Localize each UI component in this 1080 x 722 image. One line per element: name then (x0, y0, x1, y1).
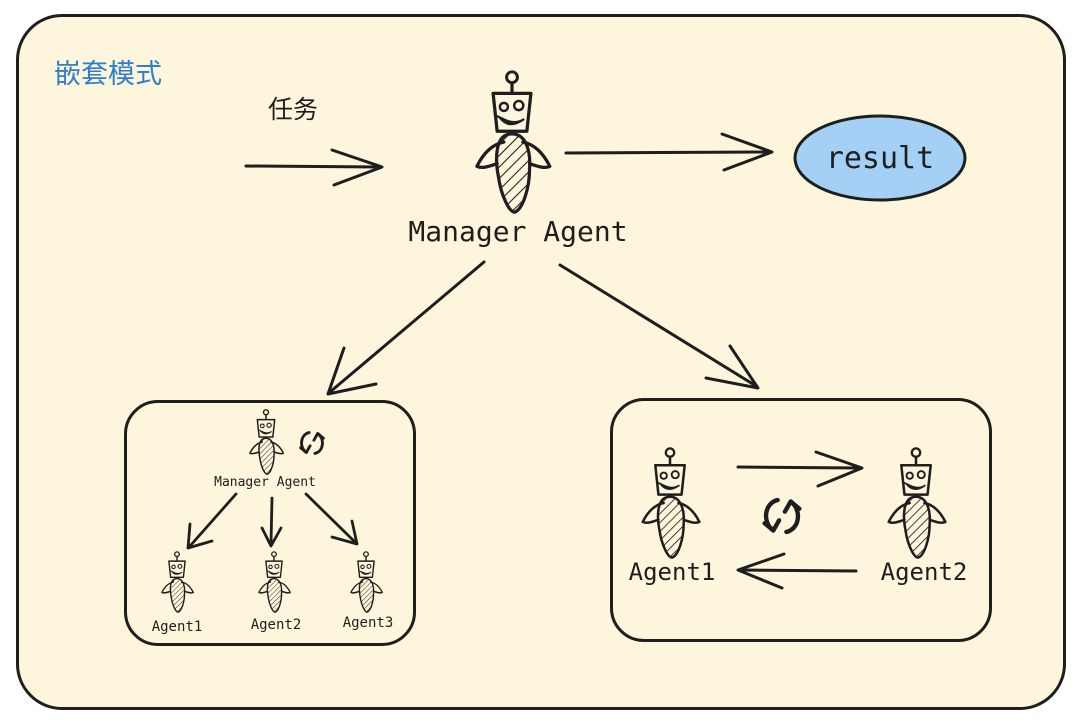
nested-agent1-robot (161, 551, 194, 613)
nested-agent2-robot (258, 551, 291, 613)
nested-agent3-robot (350, 551, 383, 613)
result-ellipse (793, 114, 967, 202)
peer-agent2-robot (887, 447, 947, 559)
arrow-to-nested-box (326, 260, 486, 396)
peer-cycle-icon (765, 500, 800, 532)
peer-agent2-label: Agent2 (881, 558, 968, 586)
manager-agent-label: Manager Agent (408, 215, 627, 248)
peer-forward-arrow (736, 450, 864, 488)
diagram-title: 嵌套模式 (54, 59, 162, 90)
nested-agent1-label: Agent1 (152, 619, 203, 635)
result-label: result (826, 141, 934, 176)
nested-agent2-label: Agent2 (251, 617, 302, 633)
peer-agent1-label: Agent1 (629, 558, 716, 586)
nested-cycle-icon (299, 431, 325, 455)
nested-arrows (186, 492, 359, 550)
manager-agent-robot (475, 70, 552, 214)
nested-manager-robot (249, 409, 285, 475)
peer-back-arrow (736, 552, 858, 590)
task-input-arrow (244, 148, 384, 187)
task-label: 任务 (268, 95, 319, 124)
arrow-to-peer-box (558, 263, 760, 390)
result-arrow (564, 132, 774, 172)
peer-agent1-robot (641, 447, 701, 559)
nested-manager-label: Manager Agent (214, 475, 316, 490)
nested-agent3-label: Agent3 (343, 615, 394, 631)
